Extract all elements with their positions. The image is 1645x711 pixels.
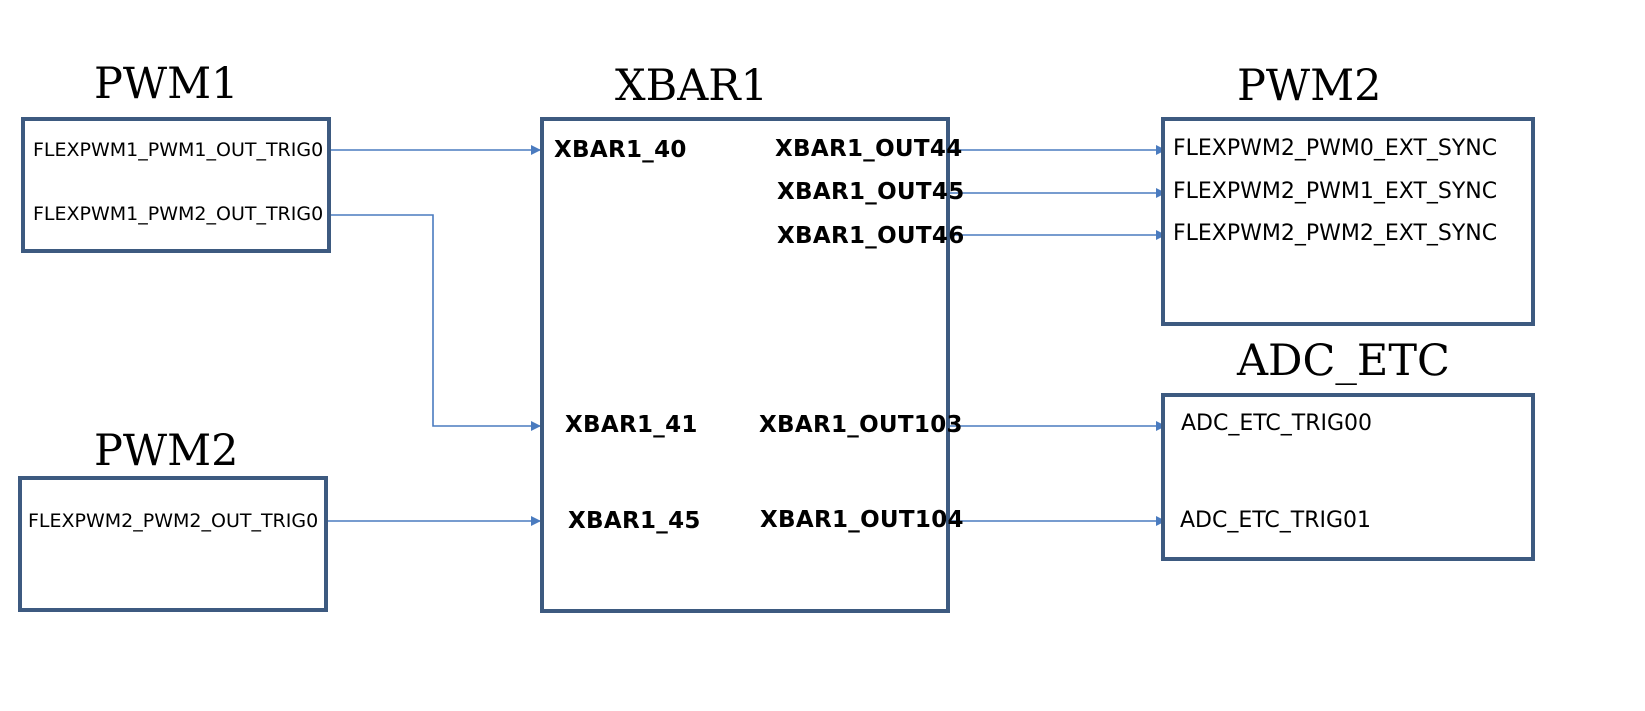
pwm2-source-title: PWM2	[94, 426, 239, 476]
adc-etc-input-trig00: ADC_ETC_TRIG00	[1181, 411, 1373, 436]
adc-etc-block	[1161, 393, 1535, 561]
pwm2-input-pwm2-ext-sync: FLEXPWM2_PWM2_EXT_SYNC	[1173, 221, 1498, 246]
pwm2-output-trig0: FLEXPWM2_PWM2_OUT_TRIG0	[28, 510, 319, 532]
xbar1-output-46: XBAR1_OUT46	[777, 223, 965, 249]
pwm2-source-block	[18, 476, 328, 612]
pwm2-input-pwm1-ext-sync: FLEXPWM2_PWM1_EXT_SYNC	[1173, 179, 1498, 204]
xbar1-input-40: XBAR1_40	[554, 137, 687, 163]
pwm1-output-pwm2-trig0: FLEXPWM1_PWM2_OUT_TRIG0	[33, 203, 324, 225]
xbar1-title: XBAR1	[615, 61, 768, 111]
pwm1-block	[21, 117, 331, 253]
adc-etc-title: ADC_ETC	[1237, 336, 1450, 386]
xbar1-output-104: XBAR1_OUT104	[760, 507, 964, 533]
pwm2-dest-block	[1161, 117, 1535, 326]
pwm2-dest-title: PWM2	[1237, 61, 1382, 111]
xbar1-input-45: XBAR1_45	[568, 508, 701, 534]
adc-etc-input-trig01: ADC_ETC_TRIG01	[1180, 508, 1372, 533]
wire-pwm1-pwm2-trig0-to-xbar41	[331, 214, 541, 431]
pwm2-input-pwm0-ext-sync: FLEXPWM2_PWM0_EXT_SYNC	[1173, 136, 1498, 161]
pwm1-output-trig0: FLEXPWM1_PWM1_OUT_TRIG0	[33, 139, 324, 161]
xbar1-block	[540, 117, 950, 613]
xbar1-input-41: XBAR1_41	[565, 412, 698, 438]
xbar1-output-103: XBAR1_OUT103	[759, 412, 963, 438]
pwm1-title: PWM1	[94, 59, 239, 109]
xbar1-output-45: XBAR1_OUT45	[777, 179, 965, 205]
xbar1-output-44: XBAR1_OUT44	[775, 136, 963, 162]
